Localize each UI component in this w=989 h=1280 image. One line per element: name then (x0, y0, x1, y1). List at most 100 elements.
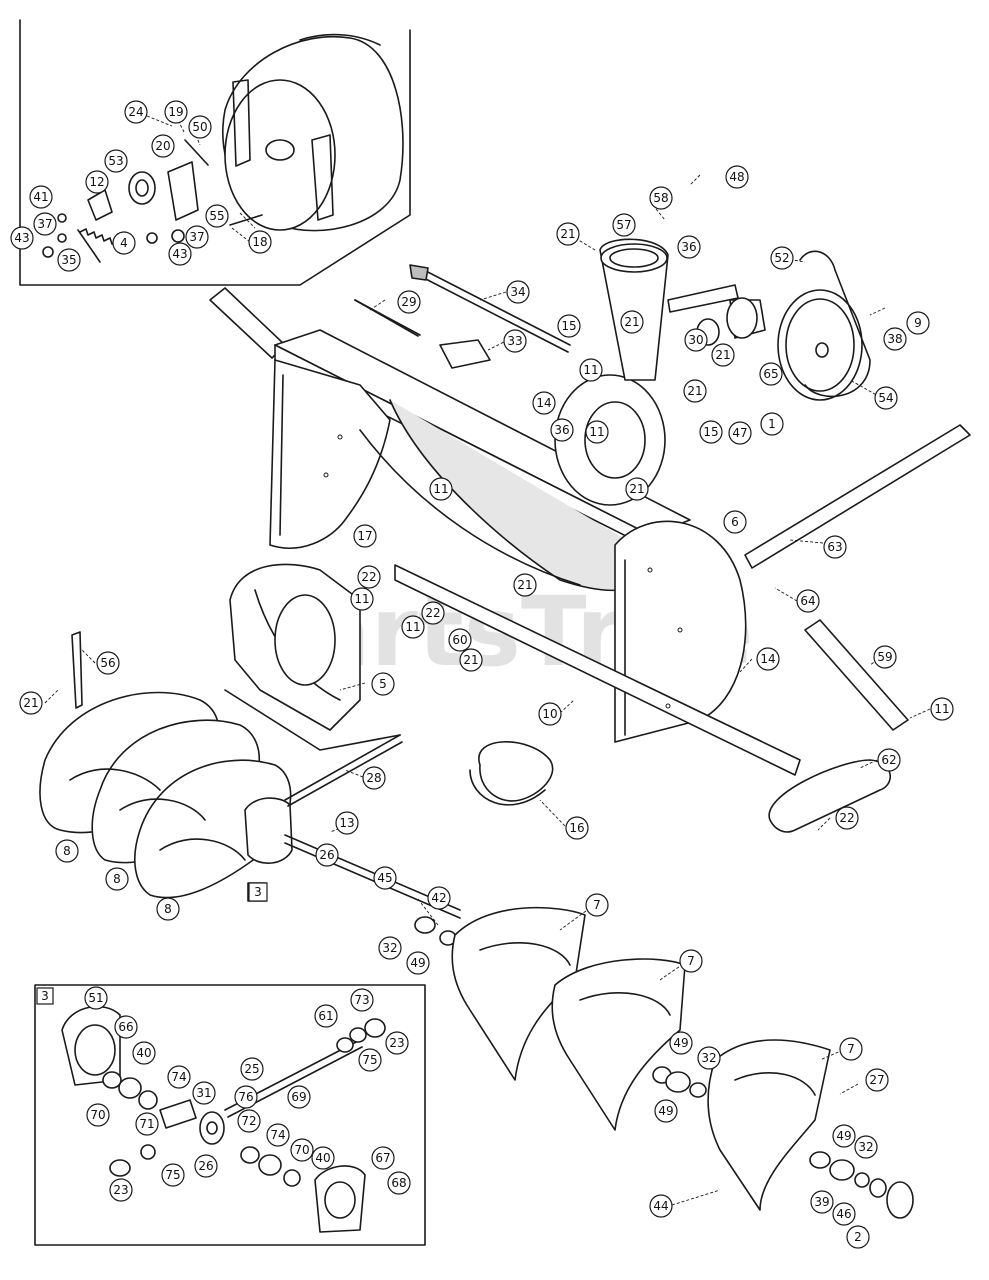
callout-21f[interactable]: 21 (513, 573, 537, 597)
callout-9[interactable]: 9 (906, 311, 930, 335)
callout-52[interactable]: 52 (770, 246, 794, 270)
callout-56[interactable]: 56 (96, 651, 120, 675)
callout-30[interactable]: 30 (684, 328, 708, 352)
callout-73[interactable]: 73 (350, 988, 374, 1012)
callout-11f[interactable]: 11 (930, 697, 954, 721)
callout-33[interactable]: 33 (503, 329, 527, 353)
callout-53[interactable]: 53 (104, 149, 128, 173)
callout-69[interactable]: 69 (287, 1085, 311, 1109)
callout-2[interactable]: 2 (846, 1225, 870, 1249)
callout-29[interactable]: 29 (397, 290, 421, 314)
callout-62[interactable]: 62 (877, 748, 901, 772)
callout-36a[interactable]: 36 (677, 235, 701, 259)
callout-70b[interactable]: 70 (290, 1138, 314, 1162)
callout-23b[interactable]: 23 (109, 1178, 133, 1202)
callout-65[interactable]: 65 (759, 362, 783, 386)
callout-21d[interactable]: 21 (683, 379, 707, 403)
callout-11e[interactable]: 11 (401, 615, 425, 639)
callout-14a[interactable]: 14 (532, 391, 556, 415)
callout-26a[interactable]: 26 (315, 843, 339, 867)
callout-71[interactable]: 71 (135, 1112, 159, 1136)
callout-75b[interactable]: 75 (161, 1163, 185, 1187)
callout-7b[interactable]: 7 (679, 949, 703, 973)
callout-58[interactable]: 58 (649, 186, 673, 210)
callout-72[interactable]: 72 (237, 1109, 261, 1133)
callout-32c[interactable]: 32 (854, 1135, 878, 1159)
callout-21e[interactable]: 21 (625, 477, 649, 501)
callout-67[interactable]: 67 (371, 1146, 395, 1170)
callout-22c[interactable]: 22 (835, 806, 859, 830)
callout-14b[interactable]: 14 (756, 647, 780, 671)
callout-17[interactable]: 17 (353, 524, 377, 548)
callout-28[interactable]: 28 (362, 766, 386, 790)
callout-38[interactable]: 38 (883, 327, 907, 351)
callout-37b[interactable]: 37 (185, 225, 209, 249)
callout-49c[interactable]: 49 (654, 1099, 678, 1123)
callout-15b[interactable]: 15 (699, 420, 723, 444)
callout-48[interactable]: 48 (725, 165, 749, 189)
callout-21h[interactable]: 21 (19, 691, 43, 715)
callout-74b[interactable]: 74 (266, 1123, 290, 1147)
callout-18[interactable]: 18 (248, 230, 272, 254)
callout-35[interactable]: 35 (57, 248, 81, 272)
callout-23a[interactable]: 23 (385, 1031, 409, 1055)
callout-13[interactable]: 13 (335, 811, 359, 835)
callout-49b[interactable]: 49 (669, 1031, 693, 1055)
callout-46[interactable]: 46 (832, 1202, 856, 1226)
callout-21b[interactable]: 21 (620, 310, 644, 334)
callout-7c[interactable]: 7 (839, 1037, 863, 1061)
callout-10[interactable]: 10 (538, 702, 562, 726)
callout-74a[interactable]: 74 (167, 1065, 191, 1089)
callout-50[interactable]: 50 (188, 115, 212, 139)
callout-57[interactable]: 57 (612, 213, 636, 237)
callout-22b[interactable]: 22 (421, 601, 445, 625)
callout-60[interactable]: 60 (448, 628, 472, 652)
callout-26b[interactable]: 26 (194, 1154, 218, 1178)
callout-40b[interactable]: 40 (311, 1146, 335, 1170)
callout-66[interactable]: 66 (114, 1015, 138, 1039)
callout-7a[interactable]: 7 (585, 893, 609, 917)
callout-16[interactable]: 16 (565, 816, 589, 840)
callout-27[interactable]: 27 (865, 1068, 889, 1092)
callout-19[interactable]: 19 (164, 100, 188, 124)
callout-55[interactable]: 55 (205, 204, 229, 228)
callout-24[interactable]: 24 (124, 100, 148, 124)
callout-32b[interactable]: 32 (697, 1046, 721, 1070)
callout-21a[interactable]: 21 (556, 222, 580, 246)
callout-75a[interactable]: 75 (358, 1048, 382, 1072)
callout-1[interactable]: 1 (760, 412, 784, 436)
callout-21g[interactable]: 21 (459, 648, 483, 672)
callout-22a[interactable]: 22 (357, 565, 381, 589)
callout-8b[interactable]: 8 (105, 867, 129, 891)
callout-4[interactable]: 4 (112, 231, 136, 255)
callout-36b[interactable]: 36 (550, 418, 574, 442)
callout-43a[interactable]: 43 (10, 226, 34, 250)
callout-31[interactable]: 31 (192, 1081, 216, 1105)
callout-11b[interactable]: 11 (585, 420, 609, 444)
callout-64[interactable]: 64 (796, 589, 820, 613)
callout-63[interactable]: 63 (823, 535, 847, 559)
callout-70a[interactable]: 70 (86, 1103, 110, 1127)
callout-8c[interactable]: 8 (156, 897, 180, 921)
callout-11d[interactable]: 11 (350, 587, 374, 611)
callout-25[interactable]: 25 (240, 1057, 264, 1081)
callout-49a[interactable]: 49 (406, 951, 430, 975)
callout-11a[interactable]: 11 (579, 358, 603, 382)
callout-47[interactable]: 47 (728, 421, 752, 445)
callout-15a[interactable]: 15 (557, 314, 581, 338)
callout-39[interactable]: 39 (810, 1190, 834, 1214)
callout-37a[interactable]: 37 (33, 212, 57, 236)
callout-68[interactable]: 68 (387, 1171, 411, 1195)
callout-42[interactable]: 42 (427, 886, 451, 910)
callout-12[interactable]: 12 (85, 170, 109, 194)
callout-40a[interactable]: 40 (132, 1041, 156, 1065)
callout-5[interactable]: 5 (371, 672, 395, 696)
callout-61[interactable]: 61 (314, 1004, 338, 1028)
callout-44[interactable]: 44 (649, 1194, 673, 1218)
callout-76[interactable]: 76 (234, 1085, 258, 1109)
callout-32a[interactable]: 32 (378, 936, 402, 960)
callout-54[interactable]: 54 (874, 386, 898, 410)
callout-43b[interactable]: 43 (168, 242, 192, 266)
callout-34[interactable]: 34 (506, 280, 530, 304)
callout-20[interactable]: 20 (151, 134, 175, 158)
